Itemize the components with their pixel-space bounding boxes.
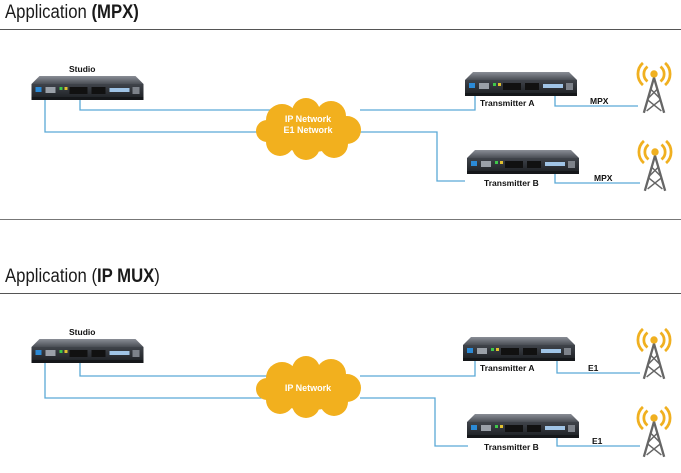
title-prefix: Application [5,2,92,23]
transmitter-b-rack-icon [467,414,579,438]
title-suffix: ) [154,266,160,287]
link-cloud-transmitter-b [360,131,465,182]
link-transmitter-a-antenna [554,94,638,107]
section-title-ipmux: Application (IP MUX) [5,266,160,288]
link-studio-cloud-b [44,100,262,133]
signal-label-a: E1 [588,363,599,373]
link-studio-cloud-a [79,358,282,377]
link-studio-cloud-b [44,362,262,399]
title-bold: IP MUX [97,266,155,287]
transmitter-b-label: Transmitter B [484,442,539,452]
transmitter-b-label: Transmitter B [484,178,539,188]
link-cloud-transmitter-a [360,358,476,377]
diagram-mpx: IP Network E1 Network Studio Transmitter… [31,61,673,193]
transmitter-b-rack-icon [467,150,579,174]
transmitter-a-rack-icon [463,337,575,361]
diagram-ipmux: IP Network Studio Transmitter A Transmit… [31,327,672,459]
cloud-label-line1: IP Network [285,114,332,124]
signal-label-b: E1 [592,436,603,446]
title-prefix: Application ( [5,266,98,287]
title-bold: (MPX) [91,2,139,23]
link-transmitter-b-antenna [556,437,640,447]
section-divider [0,29,681,30]
studio-rack-icon [31,339,144,363]
studio-rack-icon [31,76,144,100]
section-divider [0,219,681,220]
transmitter-a-rack-icon [465,72,577,96]
studio-label: Studio [69,64,95,74]
section-divider [0,293,681,294]
link-cloud-transmitter-a [360,93,476,111]
studio-label: Studio [69,327,95,337]
section-title-mpx: Application (MPX) [5,2,139,24]
link-transmitter-a-antenna [556,358,640,374]
signal-label-b: MPX [594,173,613,183]
signal-label-a: MPX [590,96,609,106]
transmitter-a-label: Transmitter A [480,363,534,373]
link-cloud-transmitter-b [360,397,468,447]
antenna-tower-icon [636,405,672,459]
antenna-tower-icon [636,61,672,115]
antenna-tower-icon [637,139,673,193]
antenna-tower-icon [636,327,672,381]
cloud-label-line1: IP Network [285,383,332,393]
link-transmitter-b-antenna [554,171,640,184]
transmitter-a-label: Transmitter A [480,98,534,108]
link-studio-cloud-a [79,96,282,111]
cloud-label-line2: E1 Network [283,125,333,135]
